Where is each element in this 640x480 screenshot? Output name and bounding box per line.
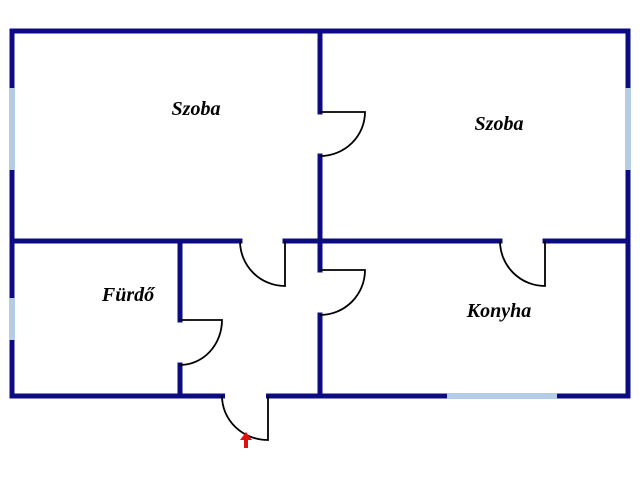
- room-label: Szoba: [172, 98, 221, 120]
- walls: [9, 28, 631, 400]
- door-swing: [499, 240, 546, 287]
- room-label: Konyha: [466, 300, 531, 322]
- entrance-door-swing: [221, 395, 269, 441]
- door-swing: [239, 240, 286, 287]
- entrance-arrow-icon: [240, 432, 252, 448]
- door-swing: [319, 269, 366, 316]
- door-swing: [179, 319, 223, 366]
- room-label: Fürdő: [101, 284, 156, 306]
- door-swing: [319, 111, 366, 157]
- room-label: Szoba: [475, 113, 524, 135]
- windows: [9, 88, 631, 399]
- doors: [179, 111, 546, 441]
